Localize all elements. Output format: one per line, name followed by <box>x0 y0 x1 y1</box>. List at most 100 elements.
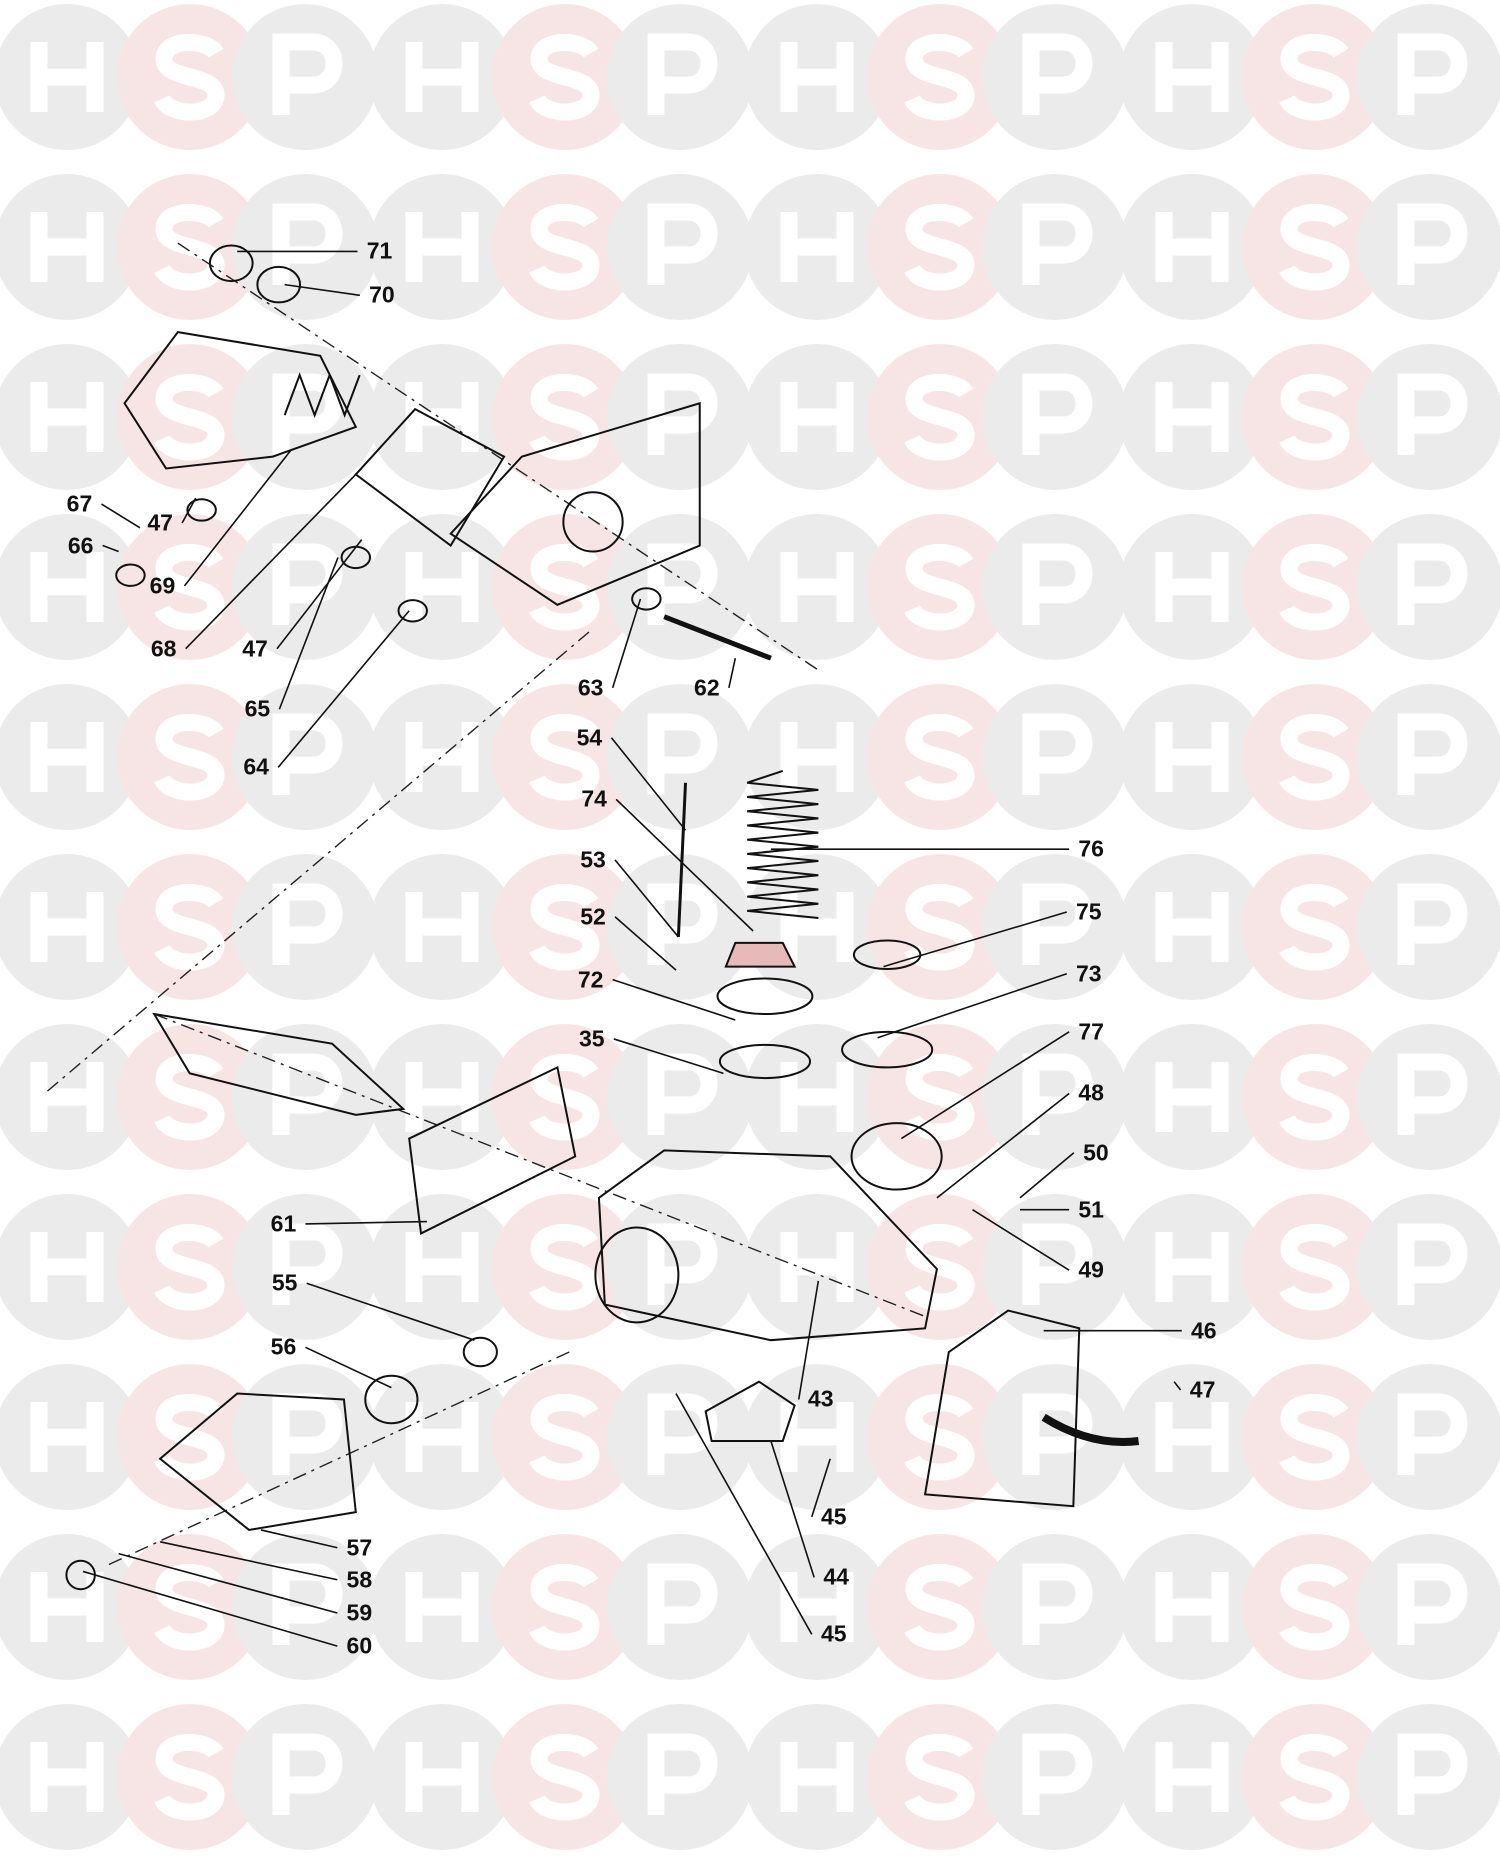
watermark-letter-shape <box>904 884 975 971</box>
leader-line <box>1019 1152 1075 1199</box>
watermark-letter-shape <box>154 374 225 461</box>
watermark-letter-shape <box>1279 204 1350 291</box>
watermark-letter-shape <box>1397 543 1468 625</box>
watermark-s <box>492 344 638 490</box>
watermark-letter-shape <box>1397 373 1468 455</box>
watermark-letter-shape <box>30 552 104 622</box>
watermark-s <box>1242 1194 1388 1340</box>
leader-line <box>972 1209 1070 1271</box>
watermark-letter-shape <box>1279 1054 1350 1141</box>
leader-line <box>615 798 754 932</box>
watermark-letter-shape <box>1279 1564 1350 1651</box>
watermark-letter-shape <box>529 374 600 461</box>
watermark-h <box>369 1364 515 1510</box>
leader-line <box>276 539 363 650</box>
watermark-p <box>1357 514 1500 660</box>
leader-line <box>936 1092 1070 1199</box>
watermark-p <box>607 174 753 320</box>
watermark-letter-shape <box>529 1564 600 1651</box>
watermark-h <box>0 4 140 150</box>
leader-line <box>305 1346 392 1389</box>
watermark-letter-shape <box>1022 1393 1093 1475</box>
part-label-46: 46 <box>1190 1317 1217 1344</box>
watermark-letter-shape <box>1155 382 1229 452</box>
watermark-p <box>982 4 1128 150</box>
watermark-letter-shape <box>1155 212 1229 282</box>
watermark-s <box>117 684 263 830</box>
axis-line <box>106 1351 570 1567</box>
watermark-h <box>1119 174 1265 320</box>
watermark-s <box>1242 4 1388 150</box>
watermark-letter-shape <box>647 203 718 285</box>
watermark-letter-shape <box>1397 1223 1468 1305</box>
watermark-p <box>1357 1194 1500 1340</box>
spring-76 <box>746 769 819 919</box>
part-label-70: 70 <box>369 281 395 308</box>
watermark-letter-shape <box>647 1733 718 1815</box>
watermark-letter-shape <box>1397 1733 1468 1815</box>
watermark-s <box>867 684 1013 830</box>
watermark-s <box>1242 1364 1388 1510</box>
watermark-letter-shape <box>780 1742 854 1812</box>
part-label-58: 58 <box>346 1566 373 1593</box>
leader-line <box>900 1031 1070 1140</box>
washer <box>256 265 302 304</box>
part-label-73: 73 <box>1075 960 1102 987</box>
watermark-h <box>1119 514 1265 660</box>
screw <box>631 587 662 611</box>
leader-line <box>306 1282 475 1341</box>
watermark-h <box>0 1194 140 1340</box>
solenoid-housing <box>123 330 358 470</box>
watermark-p <box>607 1704 753 1850</box>
watermark-letter-shape <box>272 883 343 965</box>
watermark-letter-shape <box>1397 203 1468 285</box>
leader-line <box>728 658 737 689</box>
watermark-h <box>369 1534 515 1680</box>
watermark-p <box>607 1364 753 1510</box>
watermark-letter-shape <box>405 212 479 282</box>
watermark-p <box>607 4 753 150</box>
watermark-letter-shape <box>30 1572 104 1642</box>
watermark-letter-shape <box>647 543 718 625</box>
watermark-s <box>117 1024 263 1170</box>
watermark-circle <box>0 4 140 150</box>
watermark-letter-shape <box>154 1394 225 1481</box>
leader-line <box>278 557 339 710</box>
watermark-letter-shape <box>1155 1232 1229 1302</box>
watermark-letter-shape <box>1397 1563 1468 1645</box>
watermark-s <box>117 344 263 490</box>
watermark-letter-shape <box>1155 1402 1229 1472</box>
watermark-p <box>1357 684 1500 830</box>
watermark-letter-shape <box>1022 33 1093 115</box>
watermark-h <box>0 174 140 320</box>
watermark-letter-shape <box>904 1564 975 1651</box>
watermark-s <box>867 1534 1013 1680</box>
watermark-letter-shape <box>647 1223 718 1305</box>
leader-line <box>159 1541 338 1581</box>
watermark-letter-shape <box>529 1054 600 1141</box>
main-valve-body <box>597 1149 939 1342</box>
screw <box>340 545 372 570</box>
leader-line <box>614 916 677 971</box>
watermark-letter-shape <box>30 1062 104 1132</box>
watermark-letter-shape <box>904 1054 975 1141</box>
watermark-s <box>492 174 638 320</box>
part-label-35: 35 <box>579 1025 605 1052</box>
lever-assembly <box>152 1012 406 1116</box>
watermark-letter-shape <box>272 1393 343 1475</box>
watermark-letter-shape <box>904 204 975 291</box>
watermark-h <box>369 344 515 490</box>
watermark-p <box>1357 4 1500 150</box>
watermark-letter-shape <box>780 892 854 962</box>
watermark-letter-shape <box>405 1062 479 1132</box>
axis-line <box>177 242 819 671</box>
watermark-letter-shape <box>780 552 854 622</box>
part-label-44: 44 <box>823 1563 849 1590</box>
watermark-letter-shape <box>1279 544 1350 631</box>
leader-line <box>810 1458 831 1518</box>
watermark-p <box>232 684 378 830</box>
watermark-letter-shape <box>780 1572 854 1642</box>
watermark-letter-shape <box>154 1734 225 1821</box>
watermark-letter-shape <box>1279 374 1350 461</box>
